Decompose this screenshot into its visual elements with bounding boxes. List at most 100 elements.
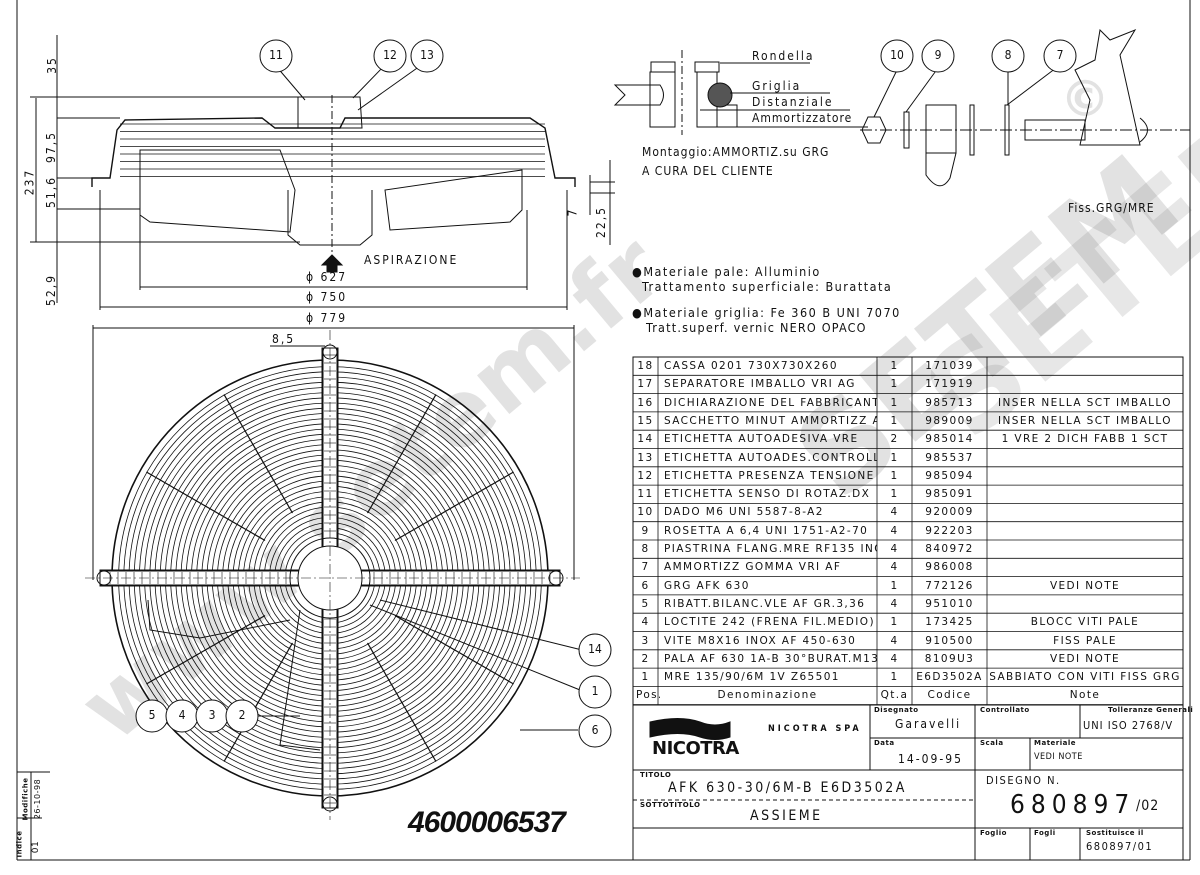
bom-cell-qty: 1 (890, 378, 899, 391)
title-label: TITOLO (640, 771, 672, 779)
header-codice: Codice (927, 689, 972, 701)
replaces-value: 680897/01 (1086, 840, 1154, 853)
revision-block-grid (17, 771, 50, 860)
balloon-8-label: 8 (1004, 48, 1012, 62)
bom-cell-denominazione: ROSETTA A 6,4 UNI 1751-A2-70 (664, 524, 869, 537)
tolerance-label: Tolleranze Generali (1108, 706, 1194, 714)
date-value: 14-09-95 (898, 752, 963, 766)
bom-cell-codice: 985014 (925, 433, 974, 446)
bom-cell-codice: E6D3502A (916, 671, 983, 684)
label-distanziale: Distanziale (752, 95, 834, 109)
bom-cell-pos: 3 (641, 634, 650, 647)
bom-cell-codice: 171039 (925, 360, 974, 372)
balloon-2 (225, 699, 259, 733)
bom-cell-qty: 4 (890, 543, 899, 555)
replaces-label: Sostituisce il (1086, 829, 1144, 837)
bom-cell-denominazione: ETICHETTA SENSO DI ROTAZ.DX (664, 488, 871, 501)
bom-cell-qty: 1 (890, 451, 899, 464)
bom-cell-denominazione: RIBATT.BILANC.VLE AF GR.3,36 (664, 597, 866, 610)
bom-cell-codice: 985094 (925, 469, 974, 482)
label-ammortizzatore: Ammortizzatore (752, 111, 853, 125)
bom-cell-qty: 4 (890, 634, 899, 647)
bom-table-grid (632, 356, 1184, 706)
bom-cell-note: INSER NELLA SCT IMBALLO (998, 396, 1172, 409)
dim-237: 237 (22, 168, 37, 196)
bom-cell-pos: 12 (637, 469, 654, 482)
grille-spoke (146, 471, 266, 542)
balloon-10-label: 10 (890, 48, 904, 62)
bom-cell-pos: 1 (641, 671, 650, 684)
dim-97-5: 97,5 (44, 130, 59, 164)
balloon-11 (259, 39, 293, 73)
bom-cell-qty: 1 (890, 414, 899, 427)
label-rondella: Rondella (752, 49, 815, 63)
drawing-no-label: DISEGNO N. (986, 774, 1061, 787)
title-value: AFK 630-30/6M-B E6D3502A (668, 780, 907, 796)
bom-cell-codice: 985091 (925, 488, 974, 501)
dim-dia-627: ϕ 627 (306, 270, 348, 284)
mount-detail (613, 28, 1190, 187)
bom-cell-codice: 8109U3 (924, 652, 975, 665)
balloon-13 (410, 39, 444, 73)
scale-label: Scala (980, 739, 1004, 747)
bom-cell-denominazione: GRG AFK 630 (664, 579, 750, 592)
bom-cell-qty: 4 (890, 524, 899, 537)
bom-cell-denominazione: PIASTRINA FLANG.MRE RF135 INOX (664, 543, 877, 555)
bom-cell-qty: 4 (890, 652, 899, 665)
dim-8-5: 8,5 (272, 332, 296, 346)
bom-cell-pos: 7 (641, 561, 650, 574)
balloon-5-label: 5 (148, 708, 156, 722)
bom-cell-note: 1 VRE 2 DICH FABB 1 SCT (1001, 433, 1169, 446)
bom-cell-pos: 15 (637, 414, 654, 427)
nicotra-logo-wave (649, 718, 731, 740)
grille-spoke (223, 642, 294, 762)
bom-cell-codice: 171919 (925, 378, 974, 391)
bom-cell-codice: 922203 (925, 524, 974, 537)
grille-spoke (394, 614, 514, 685)
bom-cell-denominazione: MRE 135/90/6M 1V Z65501 (664, 671, 840, 684)
bom-cell-denominazione: LOCTITE 242 (FRENA FIL.MEDIO) (664, 616, 875, 629)
checked-label: Controllato (980, 706, 1030, 714)
bom-cell-denominazione: SACCHETTO MINUT AMMORTIZZ AFK (664, 414, 877, 427)
balloon-1-label: 1 (591, 684, 599, 698)
dim-51-6: 51,6 (44, 175, 59, 209)
bom-cell-denominazione: ETICHETTA PRESENZA TENSIONE (664, 469, 875, 482)
bom-cell-codice: 840972 (925, 543, 974, 555)
dim-7: 7 (565, 207, 580, 217)
drawing-no: 680897 (1010, 790, 1136, 820)
bom-cell-codice: 920009 (925, 506, 974, 519)
bom-cell-codice: 772126 (925, 579, 974, 592)
balloon-12-label: 12 (383, 48, 397, 62)
balloon-6 (578, 714, 612, 748)
bom-cell-note: VEDI NOTE (1049, 652, 1121, 665)
bom-cell-pos: 17 (637, 378, 654, 391)
bom-cell-denominazione: ETICHETTA AUTOADESIVA VRE (664, 433, 859, 446)
balloon-9 (921, 39, 955, 73)
balloon-12 (373, 39, 407, 73)
balloon-4-label: 4 (178, 708, 186, 722)
grille-spoke (223, 394, 294, 514)
title-block-grid (632, 704, 1184, 861)
balloon-2-label: 2 (238, 708, 246, 722)
grille-spoke (366, 394, 437, 514)
grille-spoke (146, 614, 266, 685)
balloon-13-label: 13 (420, 48, 434, 62)
mounting-note-1: Montaggio:AMMORTIZ.su GRG (642, 145, 830, 159)
part-number: 4600006537 (408, 806, 566, 839)
bom-cell-denominazione: DICHIARAZIONE DEL FABBRICANTE (664, 396, 877, 409)
bom-cell-codice: 986008 (925, 561, 974, 574)
material-value: VEDI NOTE (1034, 752, 1083, 762)
sheets-label: Fogli (1034, 829, 1056, 837)
sheet-label: Foglio (980, 829, 1007, 837)
bom-cell-denominazione: DADO M6 UNI 5587-8-A2 (664, 506, 824, 519)
bom-cell-note: INSER NELLA SCT IMBALLO (998, 414, 1172, 427)
bom-cell-pos: 14 (637, 433, 654, 446)
aspiration-label: ASPIRAZIONE (364, 253, 459, 267)
bom-cell-denominazione: VITE M8X16 INOX AF 450-630 (664, 634, 857, 647)
bom-cell-qty: 4 (890, 597, 899, 610)
subtitle-label: SOTTOTITOLO (640, 801, 701, 809)
bom-cell-codice: 985537 (925, 451, 974, 464)
bom-cell-qty: 1 (890, 488, 899, 501)
dim-35: 35 (44, 56, 59, 74)
bom-cell-pos: 9 (641, 524, 650, 537)
